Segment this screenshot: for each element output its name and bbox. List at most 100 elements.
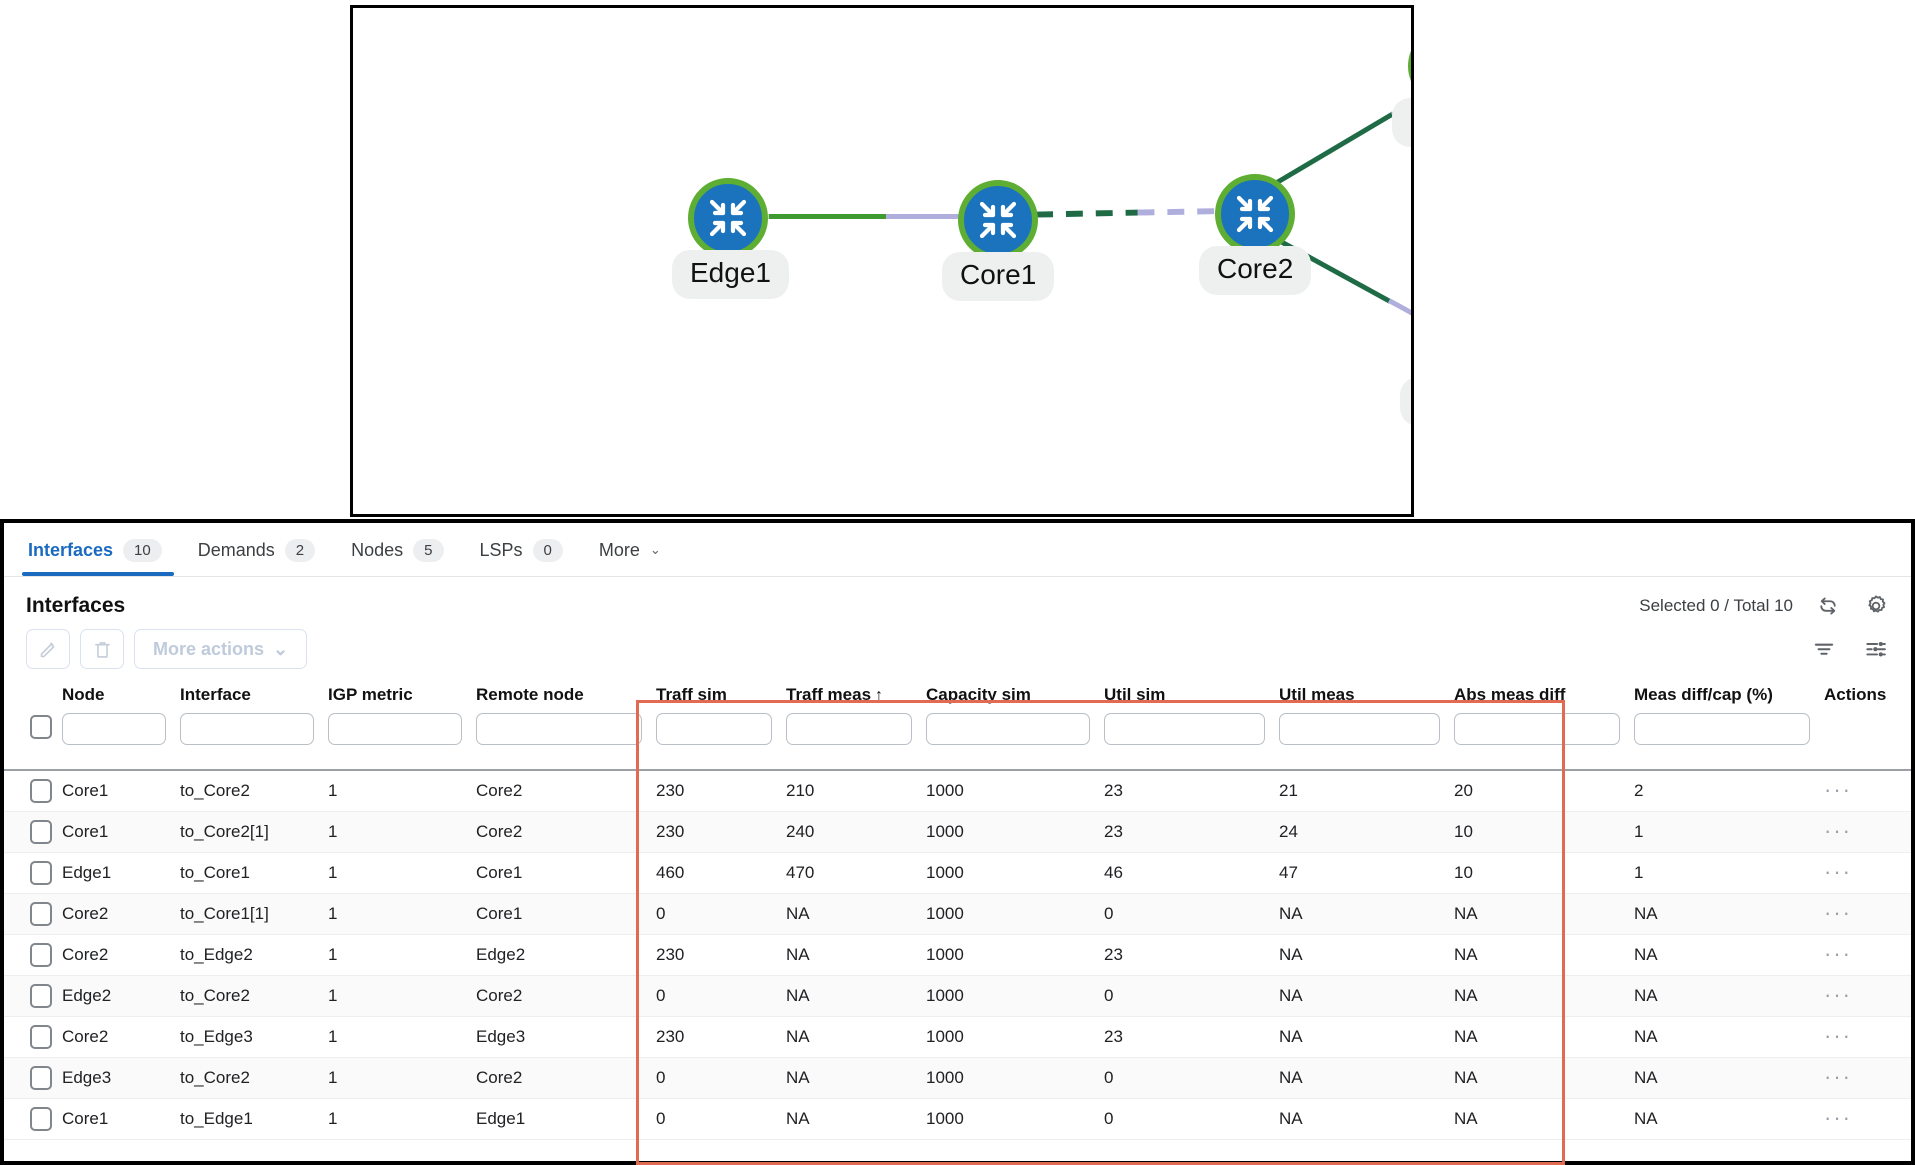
column-header-usim[interactable]: Util sim	[1104, 681, 1279, 769]
row-checkbox[interactable]	[30, 942, 52, 967]
network-topology-panel[interactable]: Edge1 Core1 Core2 Edge3 Edge2	[350, 5, 1414, 517]
row-overflow-menu-icon[interactable]: ···	[1824, 982, 1852, 1007]
select-all-checkbox[interactable]	[30, 715, 52, 739]
row-overflow-menu-icon[interactable]: ···	[1824, 1023, 1852, 1048]
row-actions-cell: ···	[1824, 852, 1911, 894]
cell-absdiff: NA	[1454, 1057, 1634, 1099]
topology-node-edge1[interactable]	[688, 178, 768, 258]
row-overflow-menu-icon[interactable]: ···	[1824, 859, 1852, 884]
row-checkbox[interactable]	[30, 1106, 52, 1131]
tab-nodes[interactable]: Nodes 5	[333, 524, 461, 576]
row-checkbox[interactable]	[30, 901, 52, 926]
column-header-umeas[interactable]: Util meas	[1279, 681, 1454, 769]
cell-cap: 1000	[926, 893, 1104, 935]
gear-icon[interactable]	[1863, 593, 1889, 619]
delete-button[interactable]	[80, 629, 124, 669]
column-filter-input-tsim[interactable]	[656, 713, 772, 745]
column-header-igp[interactable]: IGP metric	[328, 681, 476, 769]
column-filter-input-tmeas[interactable]	[786, 713, 912, 745]
column-filter-input-measdiff[interactable]	[1634, 713, 1810, 745]
cell-tmeas: NA	[786, 934, 926, 976]
row-checkbox[interactable]	[30, 1065, 52, 1090]
row-overflow-menu-icon[interactable]: ···	[1824, 777, 1852, 803]
column-filter-input-usim[interactable]	[1104, 713, 1265, 745]
cell-remote: Core2	[476, 975, 656, 1017]
row-overflow-menu-icon[interactable]: ···	[1824, 1105, 1852, 1130]
column-header-remote[interactable]: Remote node	[476, 681, 656, 769]
sliders-icon[interactable]	[1863, 636, 1889, 662]
cell-absdiff: NA	[1454, 934, 1634, 976]
cell-absdiff: NA	[1454, 1016, 1634, 1058]
column-filter-input-remote[interactable]	[476, 713, 642, 745]
column-filter-input-interface[interactable]	[180, 713, 314, 745]
column-filter-input-igp[interactable]	[328, 713, 462, 745]
cell-interface: to_Core2	[180, 975, 328, 1017]
row-checkbox[interactable]	[30, 860, 52, 885]
cell-tmeas: 240	[786, 811, 926, 853]
cell-umeas: 21	[1279, 770, 1454, 812]
cell-tsim: 0	[656, 1057, 786, 1099]
cell-igp: 1	[328, 1057, 476, 1099]
row-overflow-menu-icon[interactable]: ···	[1824, 818, 1852, 843]
tab-more[interactable]: More⌄	[581, 524, 679, 576]
column-filter-input-umeas[interactable]	[1279, 713, 1440, 745]
cell-node: Core2	[62, 893, 180, 935]
column-header-label: Node	[62, 685, 105, 704]
column-header-node[interactable]: Node	[62, 681, 180, 769]
refresh-icon[interactable]	[1815, 593, 1841, 619]
edit-button[interactable]	[26, 629, 70, 669]
filter-icon[interactable]	[1811, 636, 1837, 662]
topology-node-core2[interactable]	[1215, 174, 1295, 254]
row-overflow-menu-icon[interactable]: ···	[1824, 900, 1852, 925]
column-header-actions[interactable]: Actions	[1824, 681, 1911, 769]
row-overflow-menu-icon[interactable]: ···	[1824, 1064, 1852, 1089]
cell-umeas: NA	[1279, 975, 1454, 1017]
tab-count-badge: 0	[532, 538, 563, 562]
cell-node: Core1	[62, 811, 180, 853]
tab-count-badge: 5	[413, 538, 444, 562]
row-checkbox[interactable]	[30, 983, 52, 1008]
cell-interface: to_Edge1	[180, 1098, 328, 1140]
sort-ascending-icon: ↑	[875, 687, 884, 704]
topology-node-core1[interactable]	[958, 180, 1038, 260]
cell-cap: 1000	[926, 1057, 1104, 1099]
more-actions-button[interactable]: More actions ⌄	[134, 629, 308, 669]
row-checkbox[interactable]	[30, 778, 52, 803]
cell-umeas: 24	[1279, 811, 1454, 853]
column-header-tmeas[interactable]: Traff meas↑	[786, 681, 926, 769]
row-checkbox[interactable]	[30, 819, 52, 844]
tab-label: Nodes	[351, 539, 404, 560]
column-header-absdiff[interactable]: Abs meas diff	[1454, 681, 1634, 769]
column-header-interface[interactable]: Interface	[180, 681, 328, 769]
column-header-cap[interactable]: Capacity sim	[926, 681, 1104, 769]
row-overflow-menu-icon[interactable]: ···	[1824, 941, 1852, 966]
row-checkbox[interactable]	[30, 1024, 52, 1049]
column-header-tsim[interactable]: Traff sim	[656, 681, 786, 769]
column-header-measdiff[interactable]: Meas diff/cap (%)	[1634, 681, 1824, 769]
column-filter-input-absdiff[interactable]	[1454, 713, 1620, 745]
cell-cap: 1000	[926, 770, 1104, 812]
cell-umeas: NA	[1279, 1098, 1454, 1140]
cell-tsim: 230	[656, 770, 786, 812]
cell-absdiff: NA	[1454, 1098, 1634, 1140]
column-filter-input-node[interactable]	[62, 713, 166, 745]
cell-tsim: 230	[656, 934, 786, 976]
cell-interface: to_Core2	[180, 770, 328, 812]
column-filter-input-cap[interactable]	[926, 713, 1090, 745]
